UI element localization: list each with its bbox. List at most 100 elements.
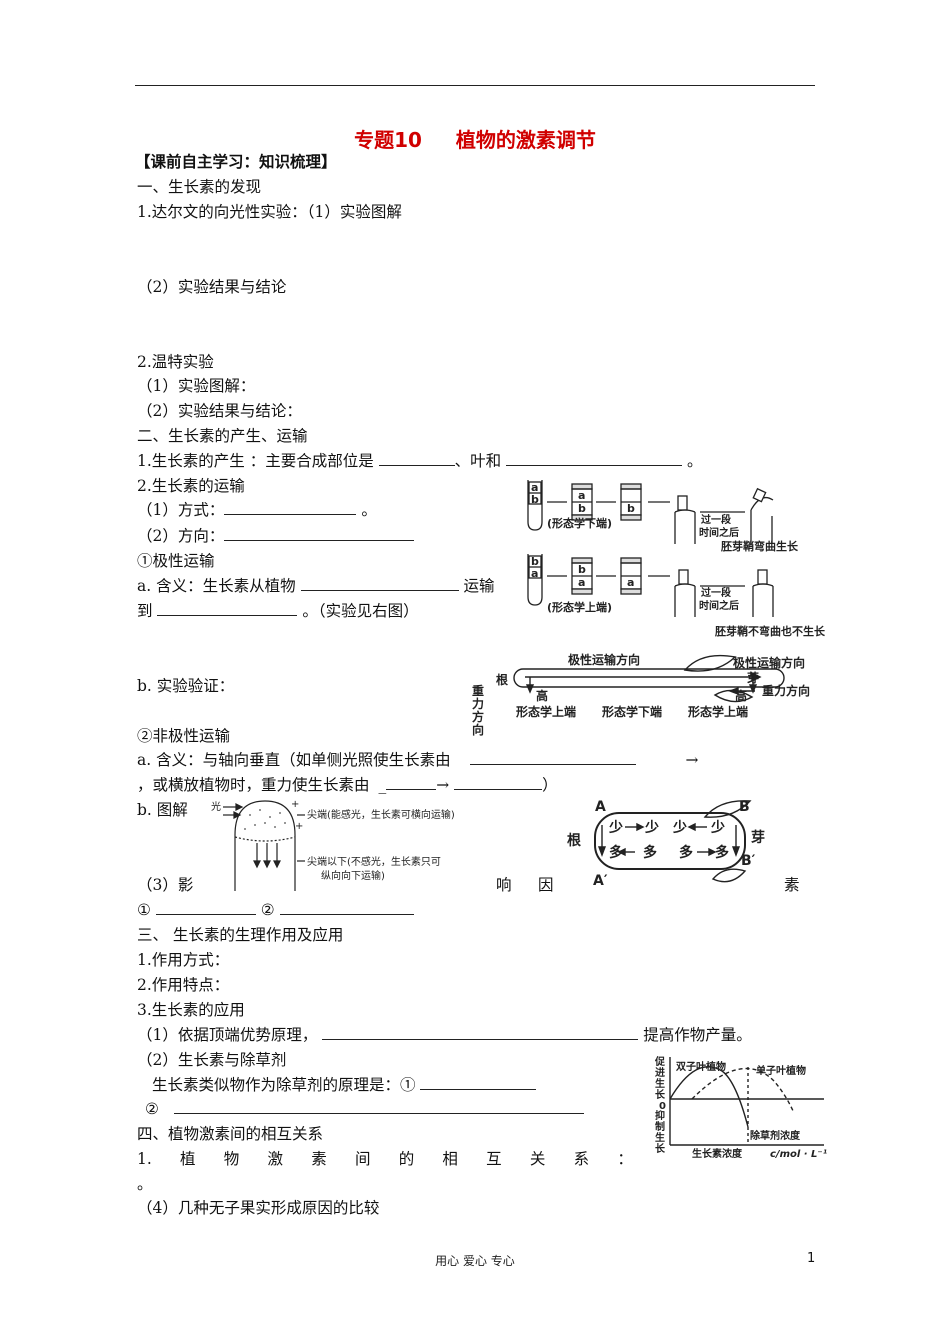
fig-label: 少 xyxy=(710,819,725,836)
fig-caption: (形态学下端) xyxy=(547,516,612,530)
fig-label: b xyxy=(578,563,586,576)
text-line: 2.作用特点： xyxy=(137,976,230,994)
text-line: （2）生长素与除草剂 xyxy=(137,1051,287,1069)
text-line: 2.温特实验 xyxy=(137,353,214,371)
fig-label: 制 xyxy=(655,1120,665,1133)
fig-label: 双子叶植物 xyxy=(676,1060,726,1073)
fig-caption: 胚芽鞘弯曲生长 xyxy=(720,539,799,553)
text-line: 到 。（实验见右图） xyxy=(137,602,419,620)
text-line: （2）实验结果与结论： xyxy=(137,402,302,420)
text-line: ②非极性运输 xyxy=(137,727,231,745)
fig-caption: 过一段 xyxy=(701,586,731,599)
text-line: 1.植物激素间的相互关系： xyxy=(137,1149,633,1169)
fig-label: 长 xyxy=(655,1142,666,1155)
fig-label: 方 xyxy=(472,709,484,724)
blank xyxy=(300,576,459,591)
spaced-char: 素 xyxy=(311,1150,327,1168)
text-line: （1）实验图解： xyxy=(137,377,256,395)
fig-label: 少 xyxy=(644,819,659,836)
fig-label: 极性运输方向 xyxy=(568,652,640,667)
heading-3: 三、 生长素的生理作用及应用 xyxy=(137,926,344,944)
fig-label: 0 xyxy=(659,1101,666,1112)
text-line: 素 xyxy=(784,876,800,894)
text-line: （2）方向： xyxy=(137,526,415,546)
fig-label: 芽 xyxy=(751,829,765,846)
fig-label: 形态学上端 xyxy=(516,704,576,719)
fig-label: 少 xyxy=(672,819,687,836)
blank xyxy=(224,526,415,541)
fig-label: 芽 xyxy=(747,670,759,685)
blank xyxy=(454,775,543,790)
fig-label: 多 xyxy=(715,844,729,861)
blank xyxy=(279,900,414,915)
fig-label: 力 xyxy=(472,696,484,711)
fig-label: 少 xyxy=(608,819,623,836)
svg-text:+: + xyxy=(291,799,299,810)
spaced-char: 激 xyxy=(267,1150,283,1168)
fig-label: 多 xyxy=(609,844,623,861)
fig-label: b xyxy=(578,502,586,515)
text-line: （3）影 xyxy=(137,876,194,894)
text-line: ① ② xyxy=(137,900,414,920)
text-line: b. 图解 xyxy=(137,801,188,819)
fig-label: B′ xyxy=(741,853,756,869)
fig-caption: 时间之后 xyxy=(699,526,739,539)
fig-label: 多 xyxy=(679,844,693,861)
spaced-char: ： xyxy=(617,1150,633,1168)
blank xyxy=(469,750,636,765)
text-line: 响 xyxy=(496,876,512,894)
spaced-char: 系 xyxy=(573,1150,590,1168)
fig-label: a xyxy=(531,567,538,580)
spaced-char: 1. xyxy=(137,1150,152,1168)
fig-label: 高 xyxy=(536,688,548,703)
spaced-char: 相 xyxy=(442,1150,458,1168)
text-line: 生长素类似物作为除草剂的原理是：① xyxy=(152,1075,537,1095)
text-line: ，或横放植物时，重力使生长素由 _→ ） xyxy=(137,775,558,794)
blank xyxy=(322,1025,639,1040)
polar-direction-figure: 根 极性运输方向 极性运输方向 芽 重力方向 高 高 重 力 方 向 形态学上端… xyxy=(472,652,810,737)
fig-caption: (形态学上端) xyxy=(547,600,612,614)
fig-label: 重力方向 xyxy=(762,683,810,698)
fig-label: 向 xyxy=(472,722,484,737)
spaced-char: 关 xyxy=(529,1150,546,1168)
fig-label: 尖端以下(不感光，生长素只可 xyxy=(307,855,441,868)
text-line: 3.生长素的应用 xyxy=(137,1001,245,1019)
fig-label: 高 xyxy=(735,688,747,703)
section-tag: 【课前自主学习：知识梳理】 xyxy=(135,153,337,171)
fig-label: 形态学下端 xyxy=(602,704,662,719)
fig-label: 重 xyxy=(472,683,484,698)
fig-caption: 过一段 xyxy=(701,513,731,526)
fig-label: A xyxy=(595,799,606,815)
fig-label: 极性运输方向 xyxy=(733,655,805,670)
fig-label: 根 xyxy=(496,672,508,687)
fig-label: 根 xyxy=(567,832,582,849)
text-line: 1.作用方式： xyxy=(137,951,230,969)
spaced-char: 的 xyxy=(398,1150,415,1168)
text-line: 。 xyxy=(137,1175,153,1193)
fig-label: B xyxy=(739,799,750,815)
root-shoot-lateral-figure: A B A′ B′ 根 芽 少 少 少 少 多 多 多 多 xyxy=(567,799,765,889)
fig-label: 生 xyxy=(655,1077,665,1090)
text-line: （4）几种无子果实形成原因的比较 xyxy=(137,1199,380,1217)
fig-label: a xyxy=(627,576,634,589)
text-line: （2）实验结果与结论 xyxy=(137,278,287,296)
fig-label: 促 xyxy=(654,1055,666,1068)
fig-label: 抑 xyxy=(655,1109,665,1122)
text-line: ①极性运输 xyxy=(137,552,215,570)
fig-label: 尖端(能感光，生长素可横向运输) xyxy=(307,808,455,821)
text-line: 因 xyxy=(538,876,554,894)
fig-label: 多 xyxy=(643,844,657,861)
fig-label: b xyxy=(531,493,539,506)
fig-label: c/mol · L⁻¹ xyxy=(770,1149,827,1160)
spaced-char: 植 xyxy=(180,1150,196,1168)
text-line: 2.生长素的运输 xyxy=(137,477,245,495)
blank xyxy=(378,451,455,466)
auxin-concentration-curve-figure: 促 进 生 长 0 抑 制 生 长 双子叶植物 单子叶植物 除草剂浓度 生长素浓… xyxy=(654,1055,827,1160)
text-line: ② xyxy=(145,1099,584,1119)
fig-label: b xyxy=(627,502,635,515)
spaced-char: 物 xyxy=(223,1150,240,1168)
text-line: （1）依据顶端优势原理， 提高作物产量。 xyxy=(137,1025,752,1044)
text-line: 1.达尔文的向光性实验：（1）实验图解 xyxy=(137,203,402,221)
page-footer: 用心 爱心 专心 xyxy=(435,1254,515,1268)
